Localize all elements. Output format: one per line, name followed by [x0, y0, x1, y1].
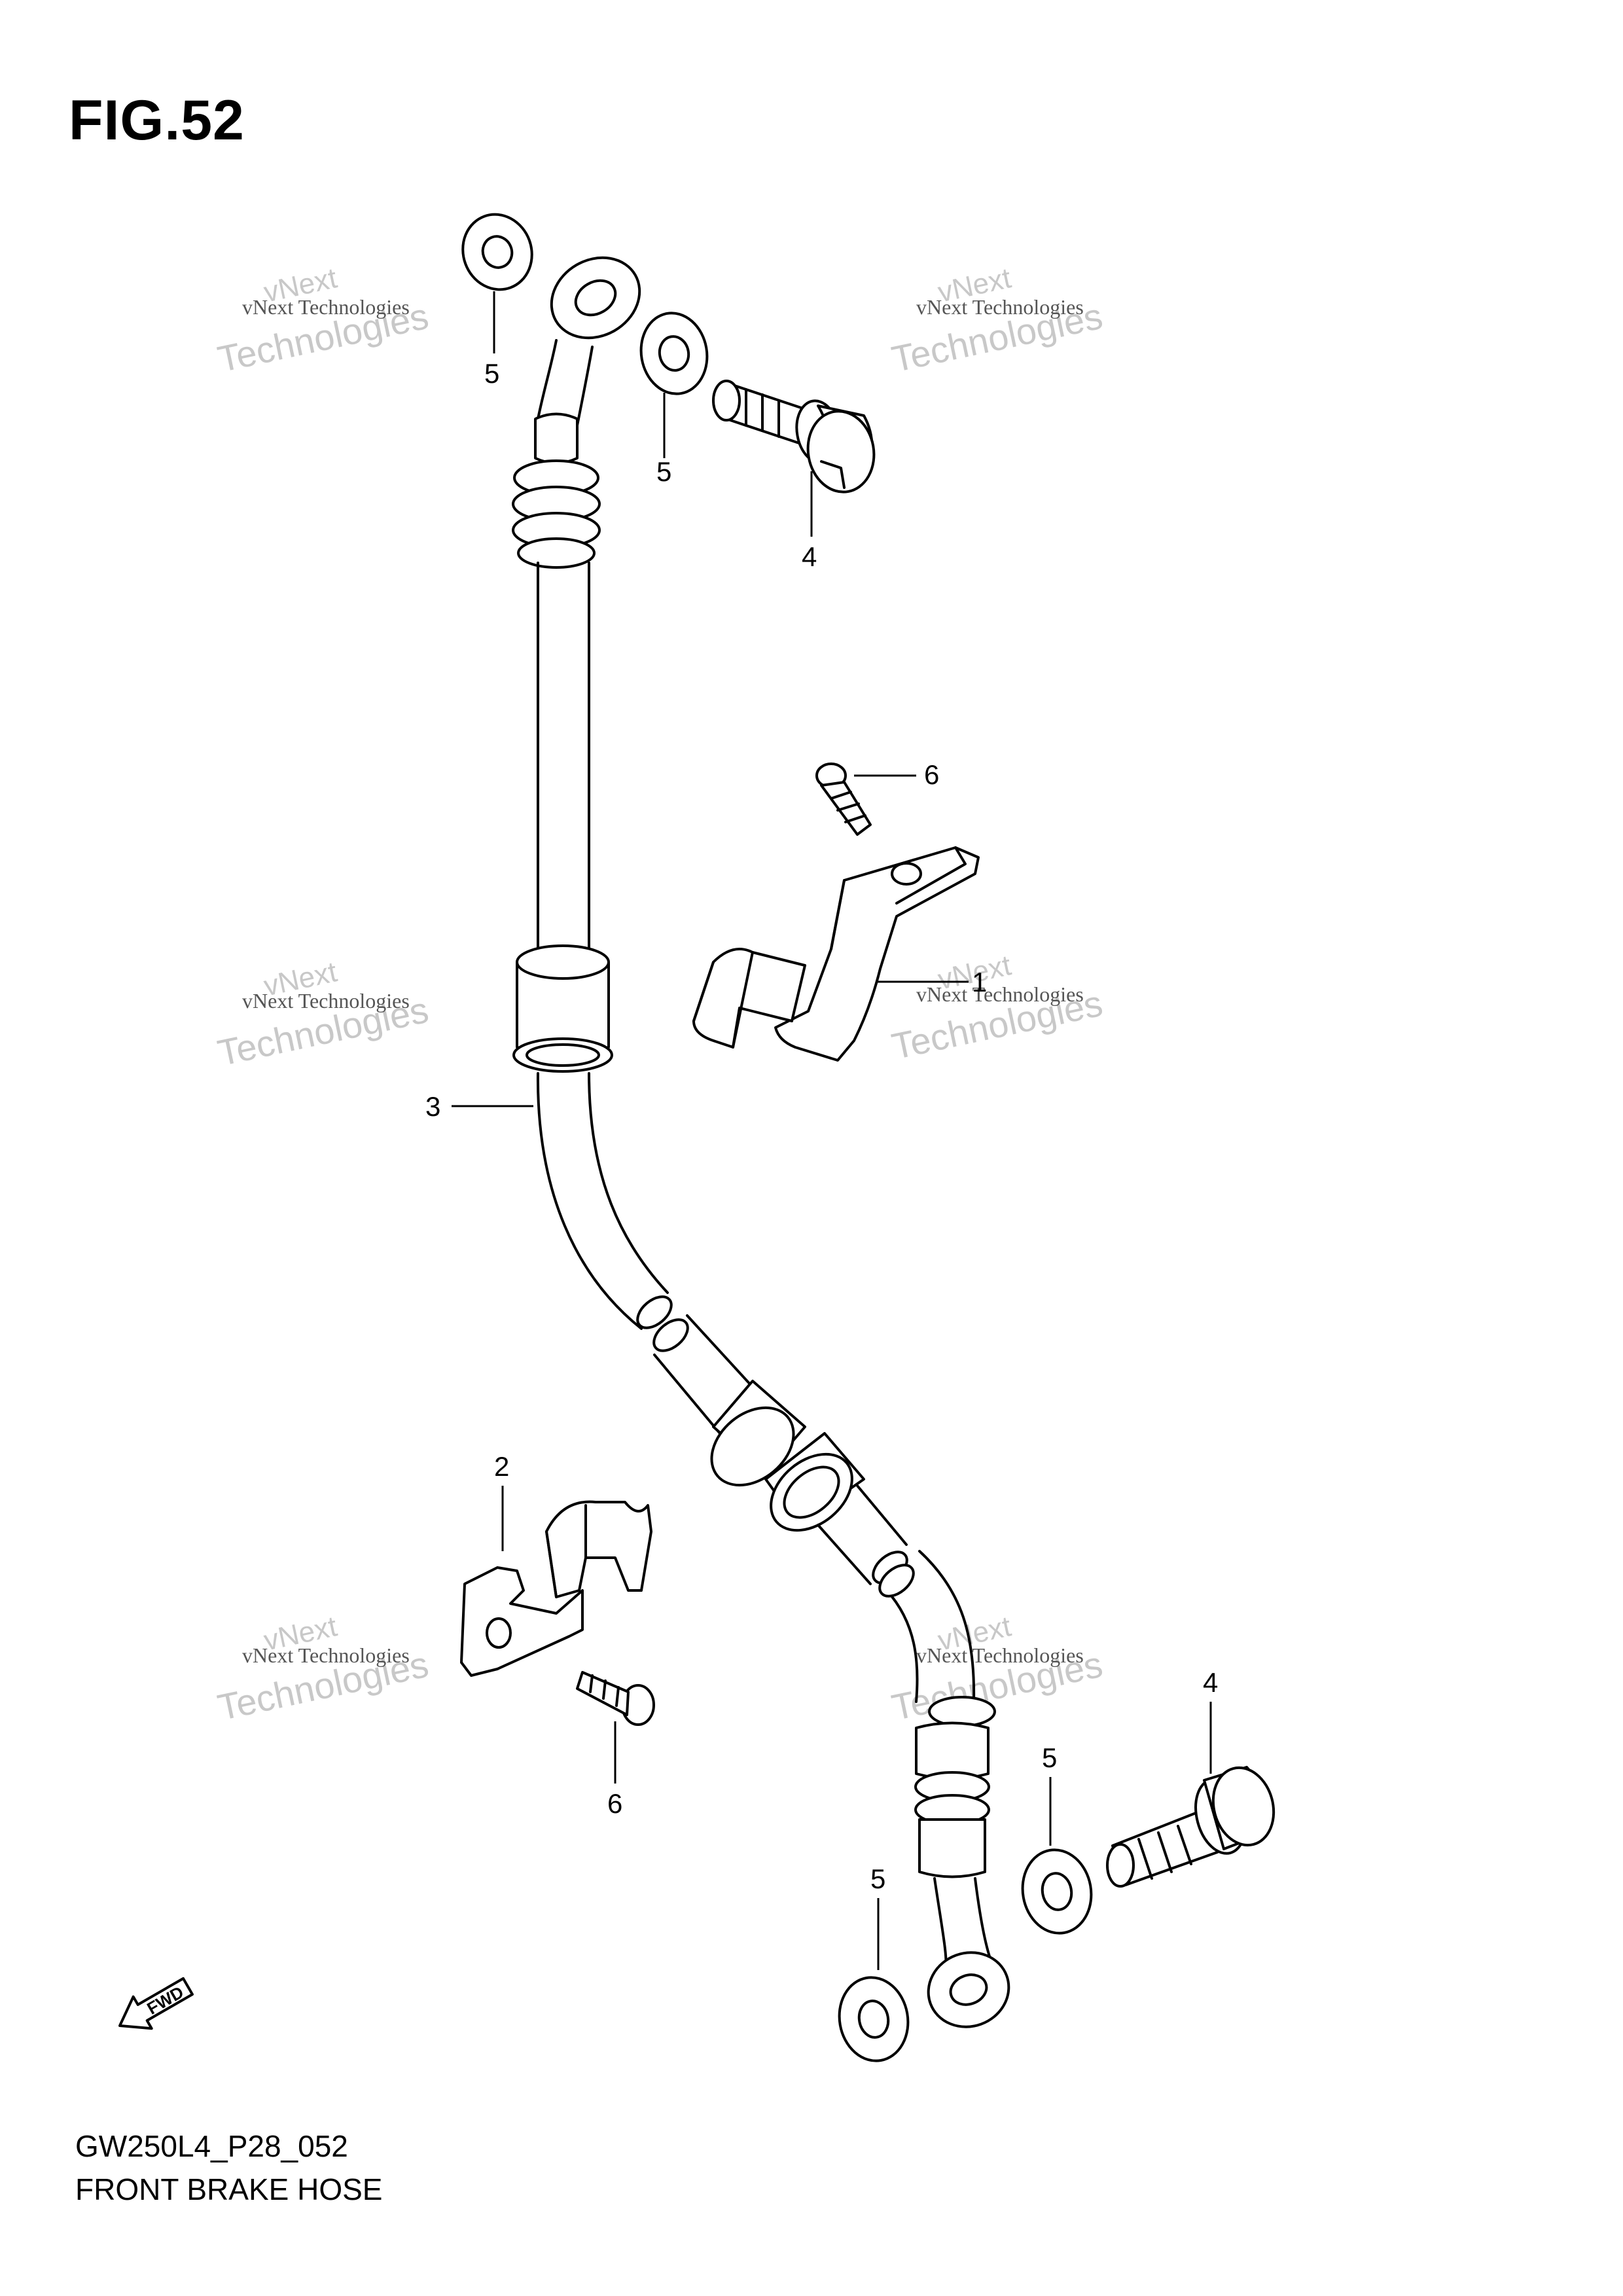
- lower-bracket-part: [460, 1500, 652, 1677]
- callout-label: 4: [1203, 1667, 1218, 1698]
- diagram-code: GW250L4_P28_052: [75, 2129, 348, 2163]
- callout-label: 6: [607, 1788, 622, 1819]
- callout-label: 2: [494, 1451, 509, 1482]
- callout-labels: 5 5 4 6 1 3 2 6 4 5 5: [425, 358, 1218, 1894]
- watermark-text: vNext Technologies: [916, 1643, 1084, 1667]
- brake-hose-part: [512, 256, 1010, 2028]
- forward-direction-marker: FWD: [118, 1977, 194, 2030]
- watermark-text: vNext Technologies: [242, 1643, 410, 1667]
- watermark-text: vNext Technologies: [916, 295, 1084, 319]
- union-bolt-part: [712, 380, 1275, 1888]
- leader-lines: [452, 291, 1212, 1970]
- callout-label: 5: [484, 358, 499, 389]
- callout-label: 5: [1042, 1742, 1057, 1773]
- watermark-text: vNext Technologies: [916, 982, 1084, 1006]
- figure-title: FIG.52: [69, 89, 245, 152]
- callout-label: 5: [656, 456, 671, 487]
- screw-part: [576, 762, 872, 1726]
- watermark-text: vNext Technologies: [242, 295, 410, 319]
- washer-part: [461, 213, 1093, 2062]
- diagram-name: FRONT BRAKE HOSE: [75, 2172, 383, 2206]
- callout-label: 3: [425, 1091, 440, 1122]
- callout-label: 4: [802, 541, 817, 572]
- callout-label: 5: [870, 1863, 885, 1894]
- callout-label: 1: [972, 967, 987, 997]
- upper-bracket-part: [692, 846, 980, 1062]
- callout-label: 6: [924, 759, 939, 790]
- watermark-text: vNext Technologies: [242, 989, 410, 1013]
